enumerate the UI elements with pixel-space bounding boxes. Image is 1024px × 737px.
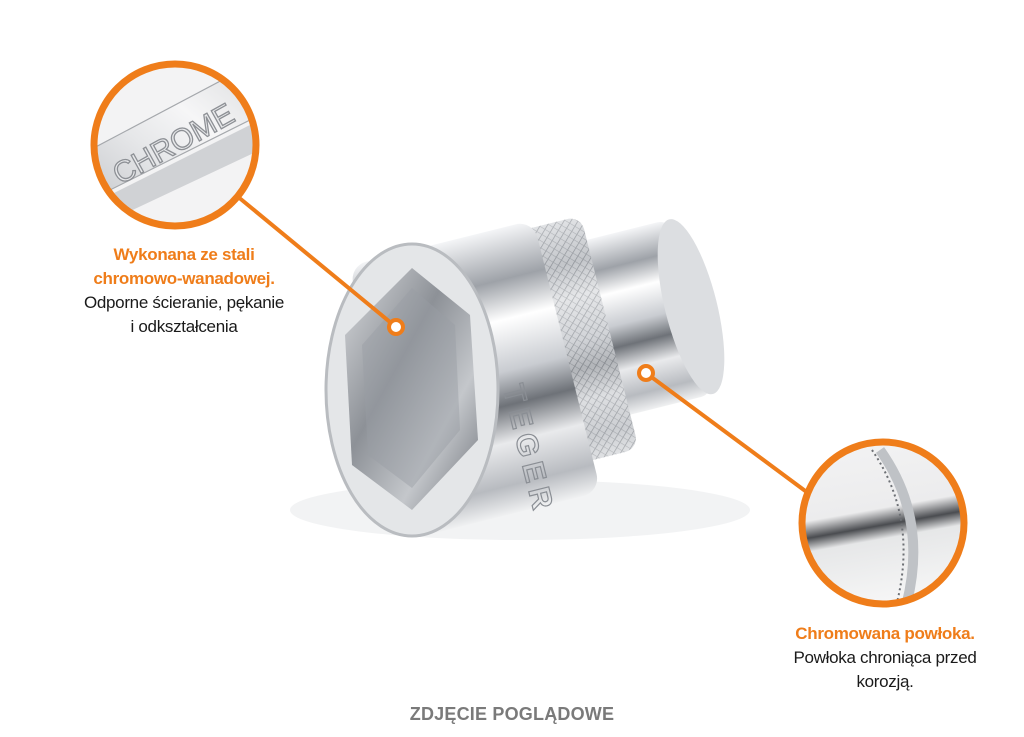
callout-right-zoom-image	[803, 443, 963, 603]
callout-right-anchor-dot	[637, 364, 655, 382]
callout-left-caption: Wykonana ze stali chromowo-wanadowej. Od…	[60, 243, 308, 339]
callout-right-highlight-line-1: Chromowana powłoka.	[795, 624, 975, 643]
callout-right-ring	[798, 438, 968, 608]
callout-left-highlight-line-2: chromowo-wanadowej.	[93, 269, 275, 288]
callout-left-leader-line	[235, 194, 398, 329]
callout-right-leader-line	[644, 371, 810, 495]
callout-left-body-line-1: Odporne ścieranie, pękanie	[83, 293, 285, 312]
callout-left-anchor-dot	[387, 318, 405, 336]
callout-left-body-line-2: i odkształcenia	[130, 317, 238, 336]
callout-right	[637, 364, 968, 608]
callout-left: CHROME	[90, 60, 405, 336]
socket-opening	[324, 242, 500, 538]
callout-right-body-line-1: Powłoka chroniąca przed	[793, 648, 977, 667]
callout-left-zoom-image: CHROME	[95, 65, 255, 225]
illustrative-photo-note: ZDJĘCIE POGLĄDOWE	[409, 704, 615, 724]
callout-right-body-line-2: korozją.	[856, 672, 914, 691]
callout-left-highlight-line-1: Wykonana ze stali	[113, 245, 255, 264]
callout-left-ring	[90, 60, 260, 230]
callout-right-caption: Chromowana powłoka. Powłoka chroniąca pr…	[760, 622, 1010, 694]
